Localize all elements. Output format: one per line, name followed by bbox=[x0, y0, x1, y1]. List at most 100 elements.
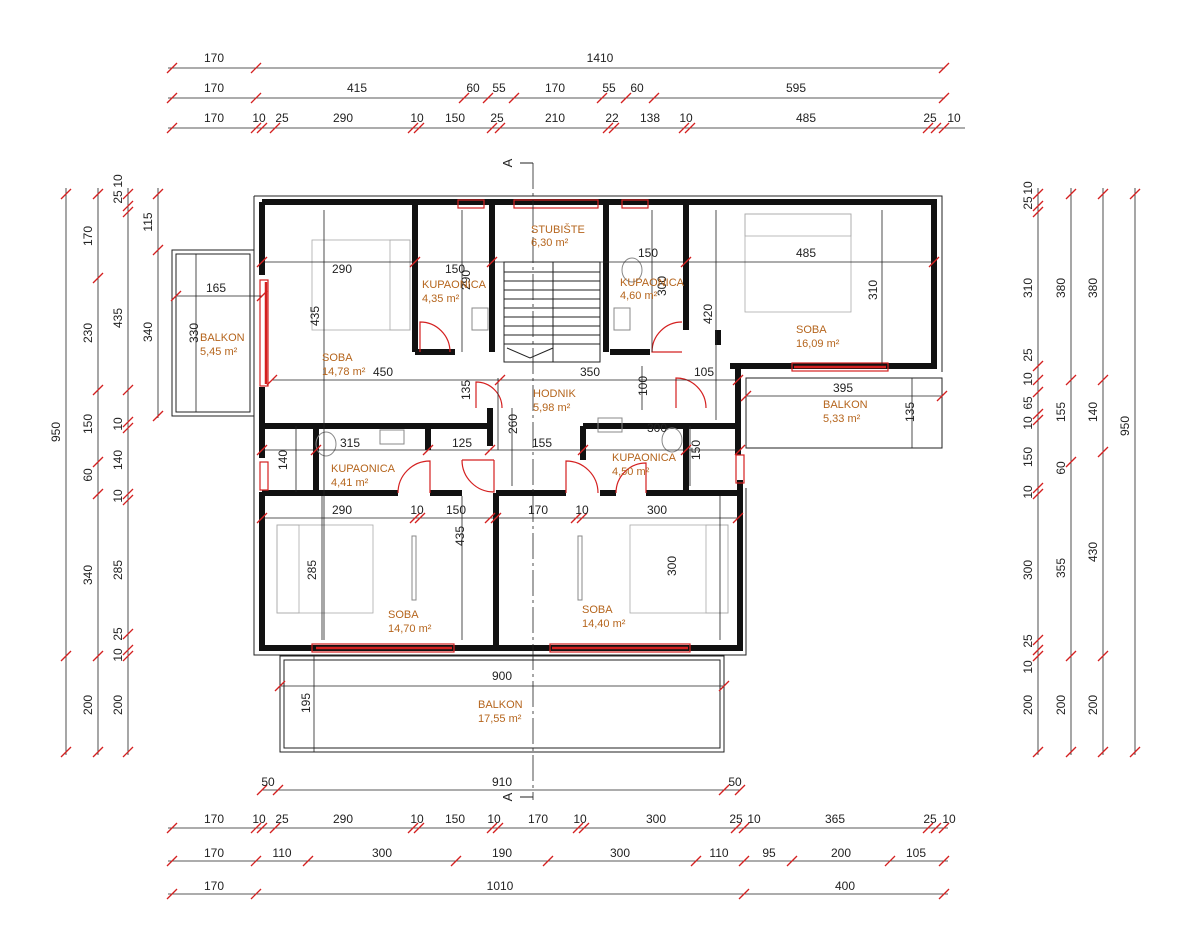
room-area-kupaonica: 4,50 m² bbox=[612, 466, 650, 478]
dim-label: 170 bbox=[204, 81, 224, 95]
room-name-hodnik: HODNIK bbox=[533, 388, 576, 400]
dimension-tick bbox=[1032, 414, 1044, 426]
room-area-kupaonica: 4,35 m² bbox=[422, 293, 460, 305]
dim-label: 200 bbox=[1054, 695, 1068, 715]
dimension-tick bbox=[1065, 374, 1077, 386]
dimension-tick bbox=[422, 444, 434, 456]
dimension-tick bbox=[740, 390, 752, 402]
dimension-tick bbox=[250, 855, 262, 867]
dimension-tick bbox=[577, 444, 589, 456]
dim-label: 300 bbox=[610, 846, 630, 860]
dim-label: 170 bbox=[204, 111, 224, 125]
room-name-kupaonica: KUPAONICA bbox=[612, 452, 677, 464]
dim-label: 10 bbox=[573, 812, 587, 826]
wardrobe-icon bbox=[411, 535, 417, 601]
dim-label: 415 bbox=[347, 81, 367, 95]
dimension-tick bbox=[269, 122, 281, 134]
dim-label: 55 bbox=[492, 81, 506, 95]
dimension-tick bbox=[484, 444, 496, 456]
dimension-tick bbox=[1032, 188, 1044, 200]
room-name-soba: SOBA bbox=[322, 352, 353, 364]
dim-label: 140 bbox=[1086, 402, 1100, 422]
dim-label: 435 bbox=[308, 306, 322, 326]
dimension-tick bbox=[274, 680, 286, 692]
dim-label: 350 bbox=[580, 365, 600, 379]
dim-label: 150 bbox=[445, 262, 465, 276]
dimension-tick bbox=[92, 746, 104, 758]
room-labels: STUBIŠTE 6,30 m² KUPAONICA 4,35 m² KUPAO… bbox=[200, 223, 868, 725]
dim-label: 10 bbox=[410, 503, 424, 517]
room-area-soba: 14,70 m² bbox=[388, 623, 432, 635]
dimension-tick bbox=[60, 650, 72, 662]
dimension-tick bbox=[930, 822, 942, 834]
bed-icon bbox=[311, 239, 411, 331]
dimension-tick bbox=[576, 512, 588, 524]
room-name-soba: SOBA bbox=[388, 609, 419, 621]
room-name-balkon: BALKON bbox=[478, 699, 523, 711]
dim-label: 300 bbox=[1021, 560, 1035, 580]
dim-label: 25 bbox=[111, 627, 125, 641]
dimension-tick bbox=[122, 422, 134, 434]
dimension-tick bbox=[938, 888, 950, 900]
dim-label: 420 bbox=[701, 304, 715, 324]
dim-label: 485 bbox=[796, 246, 816, 260]
top-dimension-chains: 170 1410 170 415 60 55 170 55 60 595 170… bbox=[166, 51, 965, 134]
dim-label: 10 bbox=[1021, 181, 1035, 195]
dimension-tick bbox=[1065, 650, 1077, 662]
dimension-tick bbox=[166, 122, 178, 134]
dimension-tick bbox=[732, 374, 744, 386]
dim-label: 25 bbox=[1021, 348, 1035, 362]
dim-label: 170 bbox=[204, 51, 224, 65]
dim-label: 200 bbox=[1021, 695, 1035, 715]
dimension-tick bbox=[596, 92, 608, 104]
dim-label: 170 bbox=[81, 226, 95, 246]
dim-label: 150 bbox=[445, 111, 465, 125]
dimension-tick bbox=[486, 256, 498, 268]
wardrobe-icon bbox=[577, 535, 583, 601]
dim-label: 50 bbox=[728, 775, 742, 789]
dim-label: 170 bbox=[528, 503, 548, 517]
dimension-tick bbox=[92, 384, 104, 396]
dimension-tick bbox=[1032, 482, 1044, 494]
dimension-tick bbox=[718, 680, 730, 692]
room-name-balkon: BALKON bbox=[200, 332, 245, 344]
dim-label: 310 bbox=[1021, 278, 1035, 298]
dimension-tick bbox=[734, 444, 746, 456]
dim-label: 365 bbox=[825, 812, 845, 826]
dim-label: 135 bbox=[459, 380, 473, 400]
dim-label: 200 bbox=[81, 695, 95, 715]
dim-label: 290 bbox=[332, 262, 352, 276]
dimension-tick bbox=[1097, 746, 1109, 758]
dimension-tick bbox=[570, 512, 582, 524]
dimension-tick bbox=[922, 822, 934, 834]
bed-icon bbox=[744, 213, 852, 313]
dim-label: 150 bbox=[1021, 447, 1035, 467]
room-name-soba: SOBA bbox=[582, 604, 613, 616]
room-area-soba: 14,78 m² bbox=[322, 366, 366, 378]
dimension-tick bbox=[250, 888, 262, 900]
dim-label: 300 bbox=[655, 276, 669, 296]
dim-label: 10 bbox=[1021, 372, 1035, 386]
dimension-tick bbox=[680, 444, 692, 456]
dimension-tick bbox=[678, 122, 690, 134]
dim-label: 435 bbox=[111, 308, 125, 328]
dimension-tick bbox=[1032, 408, 1044, 420]
dim-label: 155 bbox=[1054, 402, 1068, 422]
dim-label: 25 bbox=[111, 190, 125, 204]
dim-label: 10 bbox=[111, 417, 125, 431]
dim-label: 25 bbox=[490, 111, 504, 125]
dim-label: 230 bbox=[81, 323, 95, 343]
dimension-tick bbox=[494, 374, 506, 386]
inner-dimension-labels: 290 150 290 485 150 300 165 330 435 420 … bbox=[187, 246, 917, 789]
dimension-tick bbox=[256, 444, 268, 456]
dimension-tick bbox=[938, 822, 950, 834]
room-area-balkon: 17,55 m² bbox=[478, 713, 522, 725]
dimension-tick bbox=[1065, 188, 1077, 200]
dim-label: 10 bbox=[111, 648, 125, 662]
dim-label: 10 bbox=[252, 111, 266, 125]
dimension-tick bbox=[572, 822, 584, 834]
dim-label: 55 bbox=[602, 81, 616, 95]
dim-label: 135 bbox=[903, 402, 917, 422]
dim-label: 150 bbox=[445, 812, 465, 826]
